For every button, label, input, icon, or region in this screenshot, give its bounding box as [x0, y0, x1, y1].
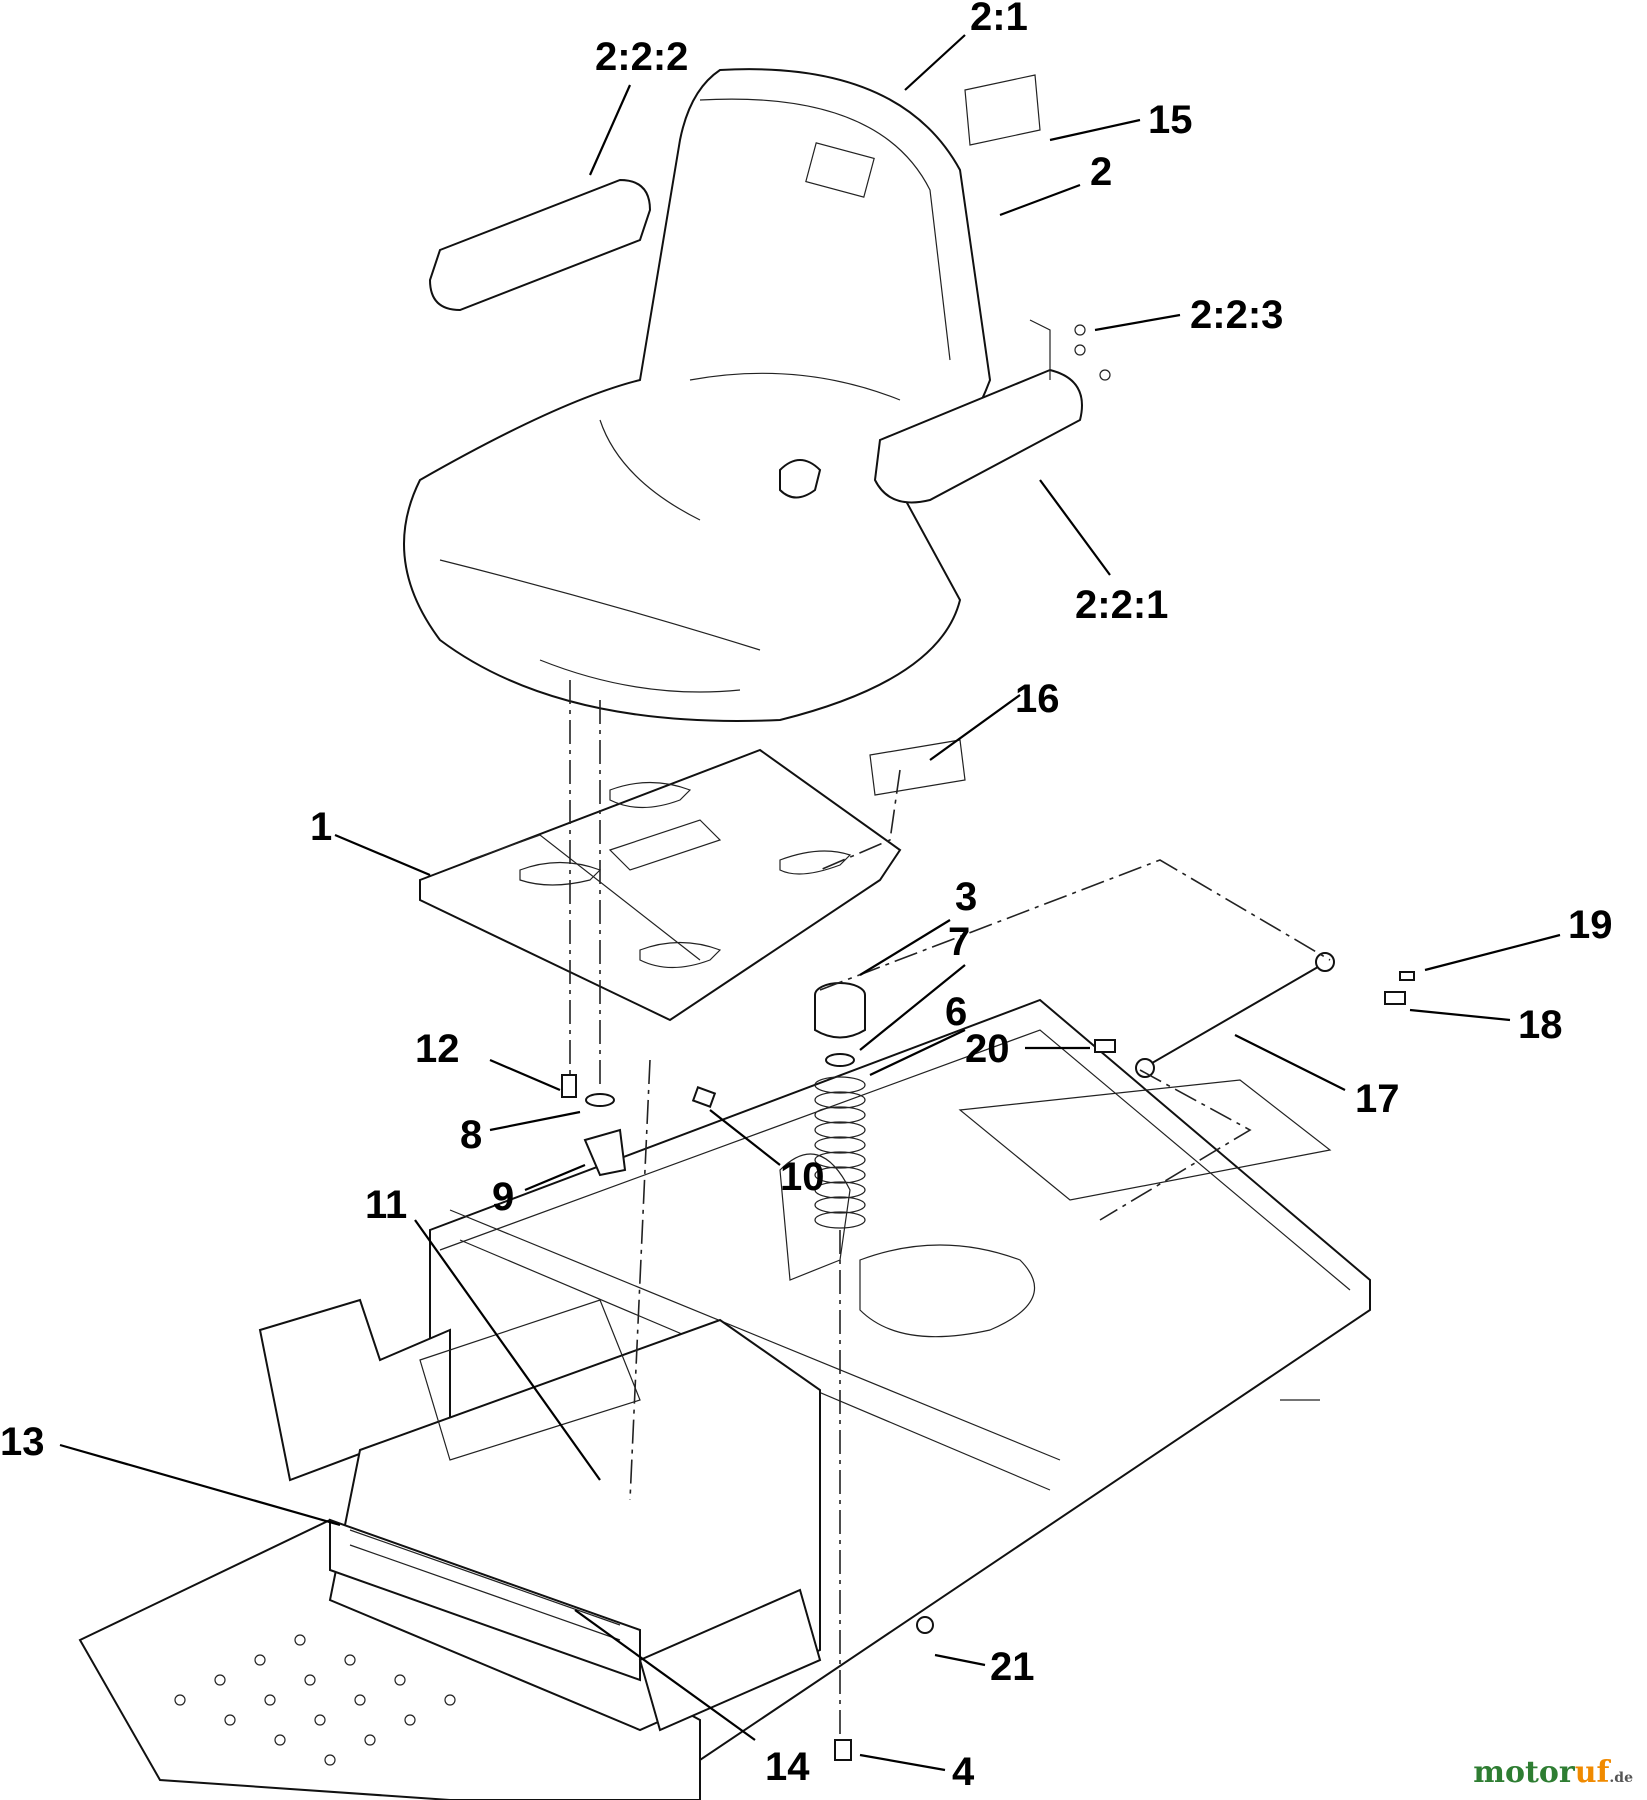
seat-assembly	[403, 68, 1111, 722]
callout-2-1: 2:1	[970, 0, 1028, 39]
callout-2-2-1: 2:2:1	[1075, 583, 1168, 627]
leader-lines	[59, 34, 1561, 1772]
callout-11: 11	[365, 1183, 407, 1227]
callout-9: 9	[492, 1175, 514, 1219]
callout-21: 21	[990, 1645, 1035, 1689]
control-console	[258, 1298, 822, 1732]
callout-15: 15	[1148, 98, 1193, 142]
callout-16: 16	[1015, 677, 1060, 721]
callout-3: 3	[955, 875, 977, 919]
callout-labels: 2:1 2:2:2 15 2 2:2:3 2:2:1 16 1 3 7 19 6…	[0, 0, 1613, 1794]
callout-2-2-2: 2:2:2	[595, 35, 688, 79]
callout-7: 7	[948, 920, 970, 964]
watermark-accent: uf	[1574, 1755, 1610, 1790]
callout-12: 12	[415, 1027, 460, 1071]
callout-2-2-3: 2:2:3	[1190, 293, 1283, 337]
callout-4: 4	[952, 1750, 975, 1794]
callout-19: 19	[1568, 903, 1613, 947]
callout-8: 8	[460, 1113, 482, 1157]
watermark-main: motor	[1473, 1755, 1575, 1790]
seat-mounting-plate	[419, 748, 902, 1022]
callout-18: 18	[1518, 1003, 1563, 1047]
callout-13: 13	[0, 1420, 45, 1464]
decal-15	[964, 74, 1041, 146]
callout-2: 2	[1090, 150, 1112, 194]
callout-1: 1	[310, 805, 332, 849]
decal-16	[869, 739, 966, 796]
seat-spring-assembly	[814, 982, 866, 1229]
watermark-logo: motoruf.de	[1473, 1755, 1633, 1790]
watermark-tld: .de	[1609, 1770, 1633, 1786]
callout-6: 6	[945, 990, 967, 1034]
callout-14: 14	[765, 1745, 810, 1789]
hardware	[561, 952, 1415, 1761]
assembly-lines	[569, 680, 1331, 1740]
callout-10: 10	[780, 1155, 825, 1199]
callout-17: 17	[1355, 1077, 1400, 1121]
callout-20: 20	[965, 1027, 1010, 1071]
